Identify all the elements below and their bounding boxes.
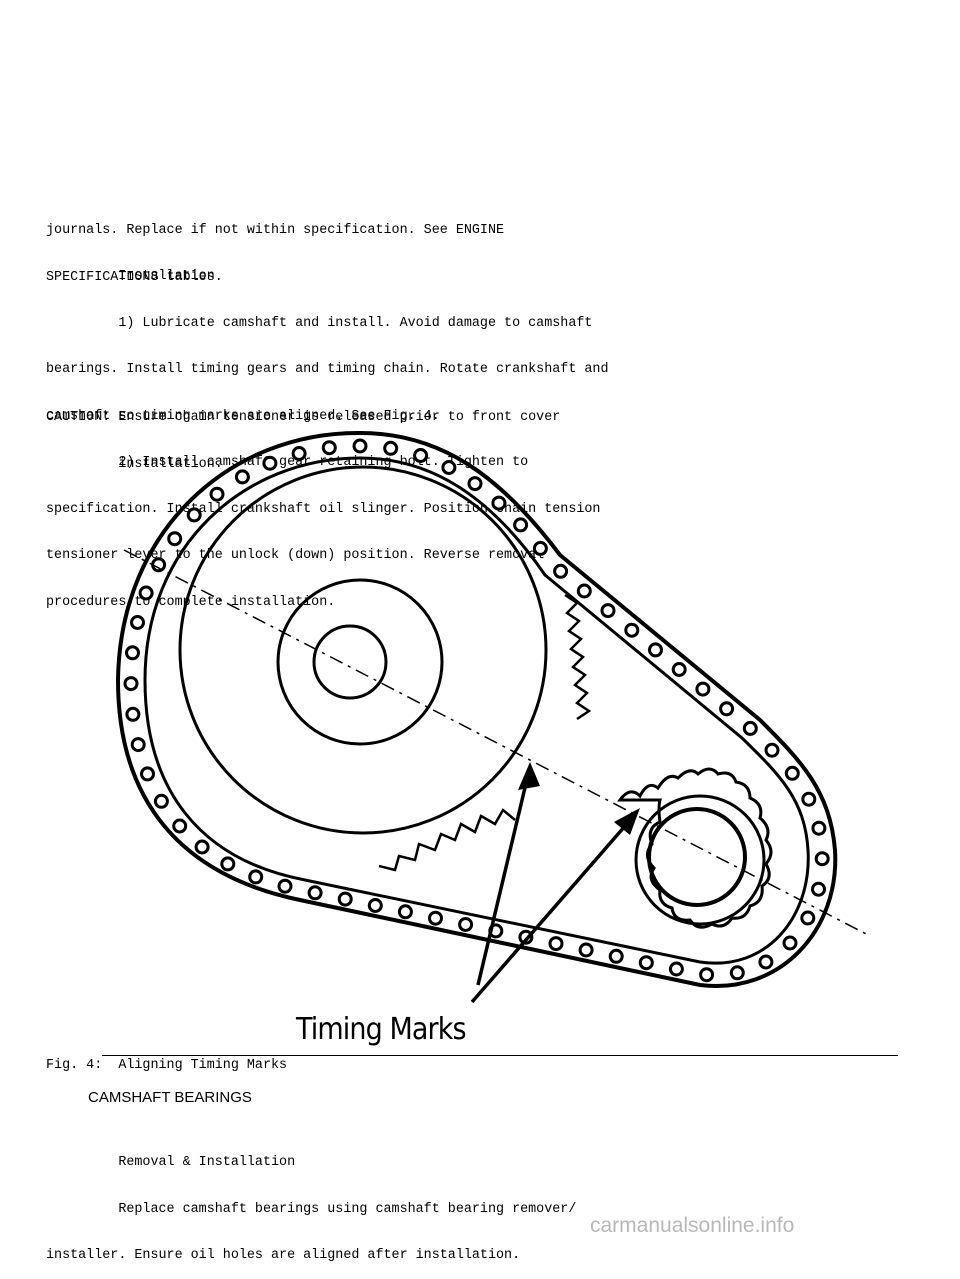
- chain-link-pin: [800, 910, 816, 926]
- caption-divider: [102, 1055, 898, 1056]
- intro-text: journals. Replace if not within specific…: [46, 192, 504, 301]
- chain-link-pin: [600, 603, 616, 619]
- chain-link-pin: [671, 662, 687, 677]
- chain-link-pin: [367, 898, 383, 913]
- chain-link-pin: [321, 440, 337, 456]
- timing-mark-arrow: [470, 816, 634, 1004]
- subheading: Removal & Installation: [46, 1155, 296, 1170]
- text-line: Replace camshaft bearings using camshaft…: [46, 1201, 577, 1217]
- chain-link-pin: [140, 766, 155, 782]
- chain-link-pin: [428, 910, 443, 926]
- chain-link-pin: [125, 706, 141, 722]
- chain-link-pin: [532, 540, 548, 556]
- chain-link-pin: [413, 448, 429, 463]
- chain-link-pin: [742, 720, 758, 736]
- chain-link-pin: [578, 942, 594, 958]
- crank-sprocket-bore: [647, 807, 747, 907]
- chain-link-pin: [125, 645, 140, 661]
- caution-note: CAUTION: Ensure chain tensioner is relea…: [46, 379, 560, 488]
- timing-mark-arrowhead: [614, 808, 640, 835]
- chain-link-pin: [441, 460, 457, 475]
- figure-caption: Fig. 4: Aligning Timing Marks: [46, 1058, 288, 1073]
- chain-link-pin: [277, 878, 293, 894]
- chain-link-pin: [194, 839, 210, 855]
- chain-link-pin: [719, 701, 735, 717]
- timing-marks-label: Timing Marks: [296, 1012, 467, 1047]
- chain-link-pin: [764, 742, 780, 758]
- timing-mark-arrowhead: [518, 762, 540, 790]
- chain-link-pin: [758, 954, 774, 970]
- chain-link-pin: [814, 851, 830, 867]
- chain-link-pin: [553, 563, 569, 579]
- chain-link-pin: [811, 881, 826, 897]
- chain-link-pin: [172, 818, 188, 834]
- chain-link-pin: [811, 820, 827, 836]
- chain-link-pin: [638, 955, 654, 971]
- chain-link-pin: [491, 495, 507, 511]
- text-line: SPECIFICATIONS tables.: [46, 269, 223, 285]
- chain-link-pin: [291, 446, 307, 461]
- chain-link-pin: [153, 793, 169, 809]
- chain-link-pin: [608, 948, 624, 964]
- chain-link-pin: [220, 856, 236, 872]
- cam-sprocket-teeth: [378, 593, 592, 872]
- chain-link-pin: [695, 681, 711, 697]
- chain-link-pin: [151, 557, 167, 573]
- chain-link-pin: [467, 476, 483, 492]
- timing-mark-arrow: [476, 774, 530, 986]
- text-line: installer. Ensure oil holes are aligned …: [46, 1248, 521, 1263]
- chain-link-pin: [138, 585, 154, 601]
- cam-sprocket-hub: [276, 578, 444, 746]
- watermark: carmanualsonline.info: [590, 1214, 795, 1237]
- chain-link-pin: [729, 965, 745, 981]
- chain-inner-edge: [143, 456, 810, 965]
- chain-link-pin: [123, 676, 139, 692]
- chain-link-pin: [648, 642, 663, 658]
- chain-link-pin: [248, 869, 264, 885]
- text-line: installation.: [46, 456, 223, 472]
- chain-link-pin: [234, 469, 250, 485]
- chain-link-pin: [624, 622, 640, 638]
- chain-link-pin: [548, 936, 564, 952]
- timing-alignment-line: [123, 549, 871, 937]
- text-line: bearings. Install timing gears and timin…: [46, 362, 609, 377]
- chain-link-pin: [130, 615, 145, 630]
- chain-link-pin: [513, 517, 529, 533]
- chain-link-pin: [576, 583, 592, 599]
- chain-link-pin: [699, 967, 715, 983]
- chain-link-pin: [352, 438, 368, 454]
- chain-link-pin: [307, 885, 323, 901]
- chain-link-pin: [337, 891, 353, 907]
- timing-chain-diagram: [115, 430, 871, 1004]
- chain-link-pin: [130, 737, 146, 753]
- text-line: CAUTION: Ensure chain tensioner is relea…: [46, 410, 561, 425]
- crank-sprocket-hub: [634, 794, 766, 926]
- chain-link-pin: [186, 507, 202, 523]
- text-line: 1) Lubricate camshaft and install. Avoid…: [46, 315, 593, 331]
- cam-sprocket-bore: [312, 624, 388, 700]
- chain-link-pin: [458, 917, 474, 932]
- installation-heading: Installation: [46, 269, 215, 284]
- chain-outer-edge: [115, 430, 838, 989]
- chain-link-pin: [668, 961, 684, 977]
- chain-link-pin: [801, 791, 817, 807]
- cam-sprocket: [178, 465, 548, 835]
- text-line: journals. Replace if not within specific…: [46, 223, 505, 238]
- section-title: CAMSHAFT BEARINGS: [88, 1089, 252, 1106]
- chain-link-pin: [167, 531, 183, 547]
- chain-link-pin: [383, 440, 399, 456]
- chain-link-pin: [784, 765, 800, 781]
- crank-sprocket-teeth: [617, 767, 773, 929]
- chain-link-pin: [209, 486, 225, 502]
- chain-link-pin: [397, 904, 413, 920]
- text-line: camshaft so timing marks are aligned. Se…: [46, 408, 440, 424]
- camshaft-bearings-section: Removal & Installation Replace camshaft …: [46, 1124, 576, 1279]
- chain-link-pin: [262, 455, 278, 471]
- chain-link-pin: [782, 935, 798, 951]
